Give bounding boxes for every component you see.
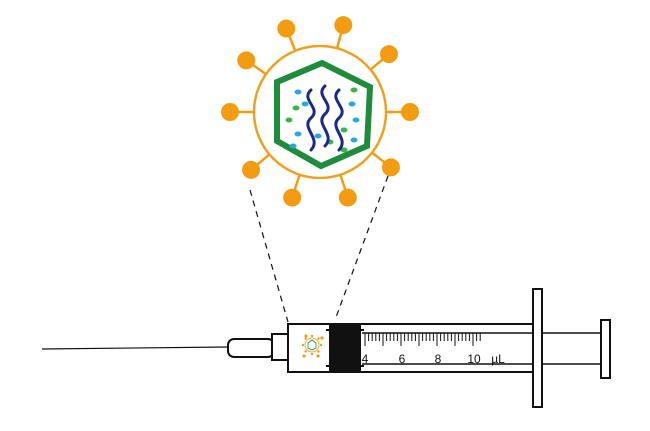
spike-stalk <box>288 35 297 52</box>
scale-label-6: 6 <box>399 352 406 366</box>
finger-flange <box>532 288 543 408</box>
zoom-callout-lines <box>249 175 389 323</box>
spike-stalk <box>369 58 384 71</box>
spike-stalk <box>339 174 347 191</box>
needle-hub <box>227 338 275 358</box>
virus-internal-dot <box>314 133 322 139</box>
mini-virus <box>302 354 306 358</box>
spike-knob <box>237 51 256 70</box>
spike-knob <box>381 158 400 177</box>
syringe-tip <box>271 333 289 361</box>
spike-stalk <box>252 63 267 76</box>
spike-stalk <box>371 151 386 164</box>
spike-stalk <box>335 32 343 49</box>
virus-internal-dot <box>294 89 302 95</box>
virus-internal-dot <box>340 127 348 133</box>
mini-virus <box>301 334 323 356</box>
plunger-seal-ribs <box>326 329 364 367</box>
spike-knob <box>401 103 419 121</box>
spike-stalk <box>256 153 271 166</box>
plunger-seal <box>329 325 361 371</box>
virus-internal-dot <box>292 105 300 111</box>
spike-knob <box>242 160 261 179</box>
scale-label-8: 8 <box>435 352 442 366</box>
virus-internal-dot <box>340 147 348 153</box>
virus-internal-dot <box>285 117 293 123</box>
mini-virus <box>304 334 308 338</box>
virus-internal-dot <box>289 143 297 149</box>
spike-knob <box>221 103 239 121</box>
virus-particle <box>221 16 419 207</box>
spike-knob <box>338 188 357 207</box>
plunger-rod <box>362 332 605 365</box>
barrel-graduations <box>364 333 481 346</box>
syringe <box>41 288 611 408</box>
syringe-needle <box>41 346 229 350</box>
spike-knob <box>334 16 353 35</box>
plunger-thumb-press <box>600 319 611 379</box>
virus-internal-dot <box>352 117 360 123</box>
mini-virus <box>320 336 324 340</box>
virus-internal-dot <box>350 87 358 93</box>
virus-internal-dot <box>350 137 358 143</box>
spike-knob <box>379 45 398 64</box>
scale-label-10: 10 <box>467 352 481 366</box>
virus-internal-particles <box>285 87 360 153</box>
syringe-contents <box>301 334 324 358</box>
spike-knob <box>277 19 296 38</box>
virus-internal-dot <box>301 101 309 107</box>
scale-label-4: 4 <box>362 352 369 366</box>
barrel-scale-labels: 4 6 8 10 µL <box>362 352 505 366</box>
virus-internal-dot <box>294 131 302 137</box>
virus-spikes <box>221 16 419 207</box>
spike-stalk <box>293 174 301 191</box>
mini-virus <box>316 354 320 358</box>
scale-unit: µL <box>491 352 505 366</box>
virus-genome <box>306 84 344 152</box>
virus-internal-dot <box>348 101 356 107</box>
spike-knob <box>283 188 302 207</box>
